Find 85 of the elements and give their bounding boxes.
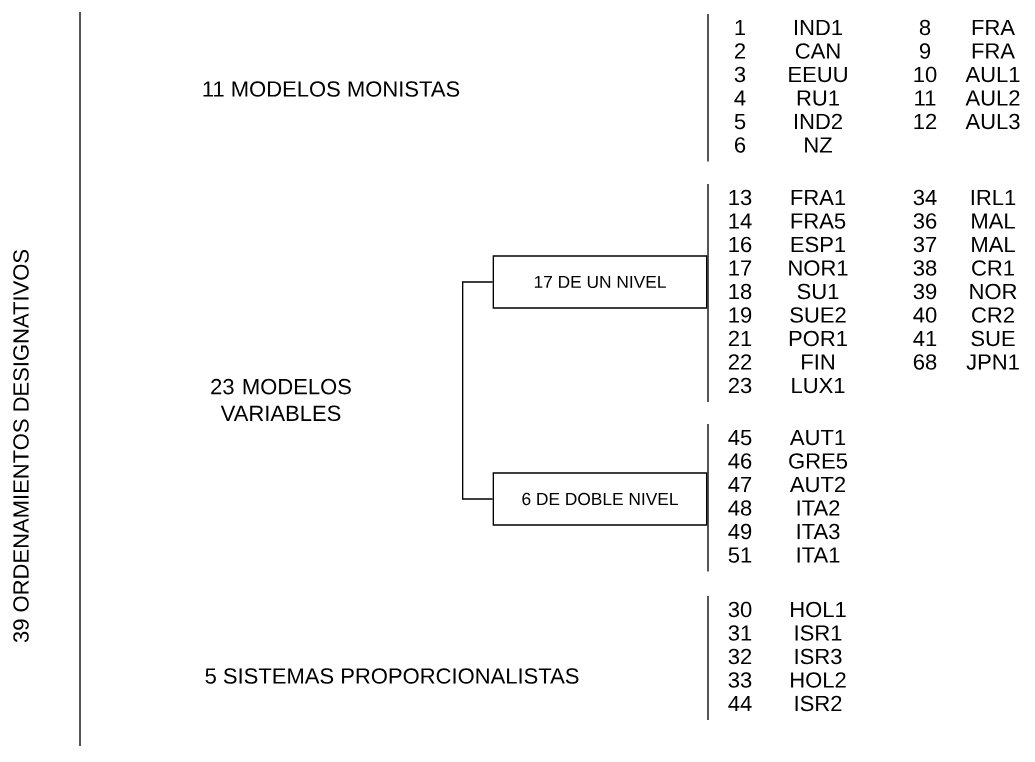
row-number: 32 (728, 648, 752, 665)
model-code: HOL2 (791, 672, 846, 688)
model-code: ITA2 (797, 500, 840, 516)
model-code: SUE2 (790, 307, 846, 323)
model-code: GRE5 (789, 453, 848, 469)
model-code: AUL3 (965, 113, 1020, 130)
row-number: 39 (913, 283, 937, 300)
model-code: MAL (972, 213, 1015, 229)
row-number: 22 (728, 354, 752, 370)
model-code: NZ (805, 137, 832, 153)
model-code: EEUU (789, 66, 847, 83)
row-number: 51 (728, 547, 752, 563)
axis-title: 39 ORDENAMIENTOS DESIGNATIVOS (13, 249, 29, 643)
model-code: ITA3 (797, 523, 840, 540)
model-code: CR2 (972, 307, 1014, 323)
row-number: 14 (729, 213, 752, 229)
model-code: MAL (972, 236, 1015, 253)
connector-line (462, 281, 494, 500)
row-number: 41 (913, 330, 937, 347)
model-code: ISR3 (795, 648, 842, 665)
model-code: RU1 (797, 90, 839, 106)
model-code: AUT1 (789, 429, 846, 446)
row-number: 33 (728, 672, 752, 688)
row-number: 6 (735, 137, 746, 153)
row-number: 34 (913, 189, 937, 206)
model-code: LUX1 (792, 377, 845, 394)
model-code: AUL2 (965, 90, 1020, 106)
row-number: 13 (729, 189, 752, 206)
model-code: NOR (970, 283, 1017, 300)
row-number: 9 (919, 43, 931, 59)
row-number: 23 (728, 377, 752, 394)
row-number: 49 (728, 523, 752, 540)
row-number: 47 (728, 476, 752, 493)
row-number: 12 (914, 113, 937, 130)
row-number: 40 (913, 307, 937, 323)
row-number: 68 (913, 354, 937, 370)
model-code: CAN (795, 43, 840, 59)
model-code: AUL1 (965, 66, 1020, 83)
model-code: FRA (972, 43, 1015, 59)
model-code: POR1 (789, 330, 847, 347)
model-code: AUT2 (789, 476, 845, 493)
category-box: 17 DE UN NIVEL (492, 255, 708, 309)
model-code: FRA (972, 19, 1015, 36)
category-box: 6 DE DOBLE NIVEL (492, 472, 708, 526)
model-code: FRA5 (791, 213, 846, 229)
model-code: ISR1 (795, 625, 842, 641)
row-number: 48 (728, 500, 752, 516)
row-number: 38 (913, 260, 937, 276)
model-code: NOR1 (789, 260, 848, 276)
row-number: 44 (728, 695, 752, 712)
group-label: 5 SISTEMAS PROPORCIONALISTAS (205, 668, 579, 684)
model-code: FRA1 (791, 189, 846, 206)
model-code: ITA1 (797, 547, 840, 563)
model-code: CR1 (972, 260, 1014, 276)
model-code: ISR2 (795, 695, 842, 712)
row-number: 45 (728, 429, 752, 446)
row-number: 2 (735, 43, 745, 59)
row-number: 36 (913, 213, 937, 229)
row-number: 18 (729, 283, 752, 300)
row-number: 17 (729, 260, 752, 276)
row-number: 8 (919, 19, 931, 36)
row-number: 10 (914, 66, 937, 83)
row-number: 46 (728, 453, 752, 469)
model-code: JPN1 (966, 354, 1019, 370)
row-number: 1 (735, 19, 746, 36)
row-number: 4 (734, 90, 746, 106)
model-code: IND1 (794, 19, 842, 36)
model-code: ESP1 (791, 236, 846, 253)
row-number: 3 (734, 66, 746, 83)
model-code: SUE (971, 330, 1015, 347)
model-code: IRL1 (971, 189, 1016, 206)
group-label: 23 MODELOS VARIABLES (211, 378, 351, 422)
model-code: IND2 (794, 113, 842, 130)
row-number: 19 (729, 307, 752, 323)
group-label: 11 MODELOS MONISTAS (203, 81, 460, 97)
row-number: 37 (913, 236, 937, 253)
row-number: 5 (734, 113, 746, 130)
model-code: HOL1 (791, 601, 846, 618)
row-number: 16 (729, 236, 752, 253)
row-number: 30 (728, 601, 752, 618)
row-number: 21 (728, 330, 752, 347)
row-number: 31 (728, 625, 752, 641)
model-code: FIN (802, 354, 834, 370)
model-code: SU1 (797, 283, 839, 300)
row-number: 11 (915, 90, 936, 106)
